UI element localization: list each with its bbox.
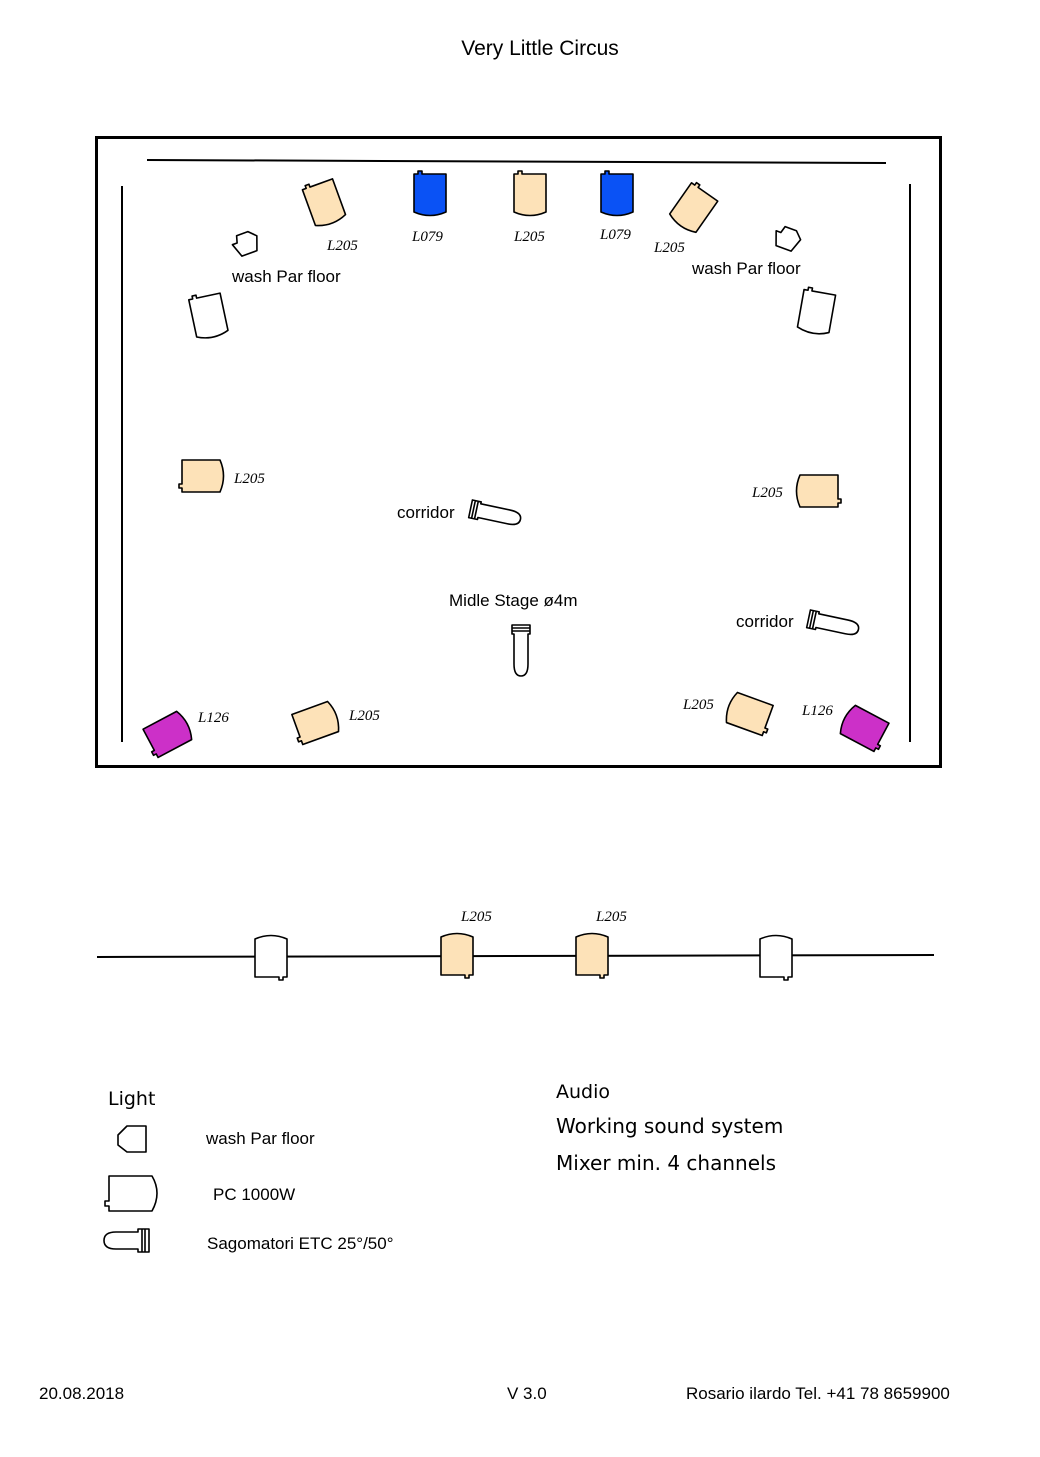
wash-par-left-label: wash Par floor [231,267,341,286]
rig-pc-white-left [254,934,288,981]
legend-label-profile: Sagomatori ETC 25°/50° [207,1234,394,1253]
audio-section: Audio Working sound system Mixer min. 4 … [556,1081,783,1175]
top-l079-1-gel-label: L079 [411,229,443,245]
top-right-pc-l205 [666,179,721,236]
audio-line-mixer: Mixer min. 4 channels [556,1151,776,1175]
rig-pc-l205-left [440,932,474,979]
middle-stage-spot [511,624,531,677]
audio-line-sound-system: Working sound system [556,1114,783,1138]
mid-right-gel-label: L205 [751,485,783,501]
bottom-right-l126-label: L126 [801,703,833,719]
bottom-left-pc-l126 [139,708,196,760]
legend-label-pc: PC 1000W [213,1185,295,1204]
top-left-pc-l205 [300,175,348,230]
top-right-gel-label: L205 [653,240,685,256]
wash-par-icon [117,1125,147,1153]
wash-par-left [229,228,263,259]
rig-bar-line [96,954,935,958]
bottom-left-l126-label: L126 [197,710,229,726]
rig-pc-l205-right [575,932,609,979]
wash-par-right [770,223,804,254]
corridor-center-spot [467,499,524,530]
top-l079-2-gel-label: L079 [599,227,631,243]
corridor-center-label: corridor [397,503,455,522]
right-side-pc-white [796,285,837,337]
back-truss-line [146,159,887,164]
corridor-right-spot [805,609,862,640]
footer-date: 20.08.2018 [39,1384,124,1403]
pc-fresnel-icon [104,1175,158,1212]
top-pc-l079-1 [413,170,447,217]
middle-stage-label: Midle Stage ø4m [449,591,578,610]
top-pc-l079-2 [600,170,634,217]
bottom-right-pc-l205 [722,690,777,738]
footer: 20.08.2018 V 3.0 Rosario ilardo Tel. +41… [39,1384,950,1403]
wash-par-right-label: wash Par floor [691,259,801,278]
legend-label-wash-par: wash Par floor [205,1129,315,1148]
mid-left-pc-l205 [178,459,225,493]
bottom-right-pc-l126 [836,702,893,754]
top-left-gel-label: L205 [326,238,358,254]
rig-gel-label-right: L205 [595,909,627,925]
bottom-left-pc-l205 [288,699,343,747]
stage-outline [95,136,942,768]
top-pc-l205-mid [513,170,547,217]
bottom-left-l205-label: L205 [348,708,380,724]
bottom-right-l205-label: L205 [682,697,714,713]
legend-heading: Light [108,1088,155,1110]
top-l205-mid-gel-label: L205 [513,229,545,245]
audio-heading: Audio [556,1081,610,1103]
light-legend: Light wash Par floor PC 1000W Sagomatori… [103,1088,394,1253]
plot-title: Very Little Circus [461,37,619,60]
rig-pc-white-right [759,934,793,981]
left-side-pc-white [187,289,230,342]
stage-plan: L205 L079 L205 L079 L205 wash Par floor … [95,136,942,768]
rig-gel-label-left: L205 [460,909,492,925]
corridor-right-label: corridor [736,612,794,631]
profile-spot-icon [103,1228,150,1253]
front-rig: L205 L205 [96,909,935,981]
mid-left-gel-label: L205 [233,471,265,487]
footer-contact: Rosario ilardo Tel. +41 78 8659900 [686,1384,950,1403]
footer-version: V 3.0 [507,1384,547,1403]
mid-right-pc-l205 [795,474,842,508]
